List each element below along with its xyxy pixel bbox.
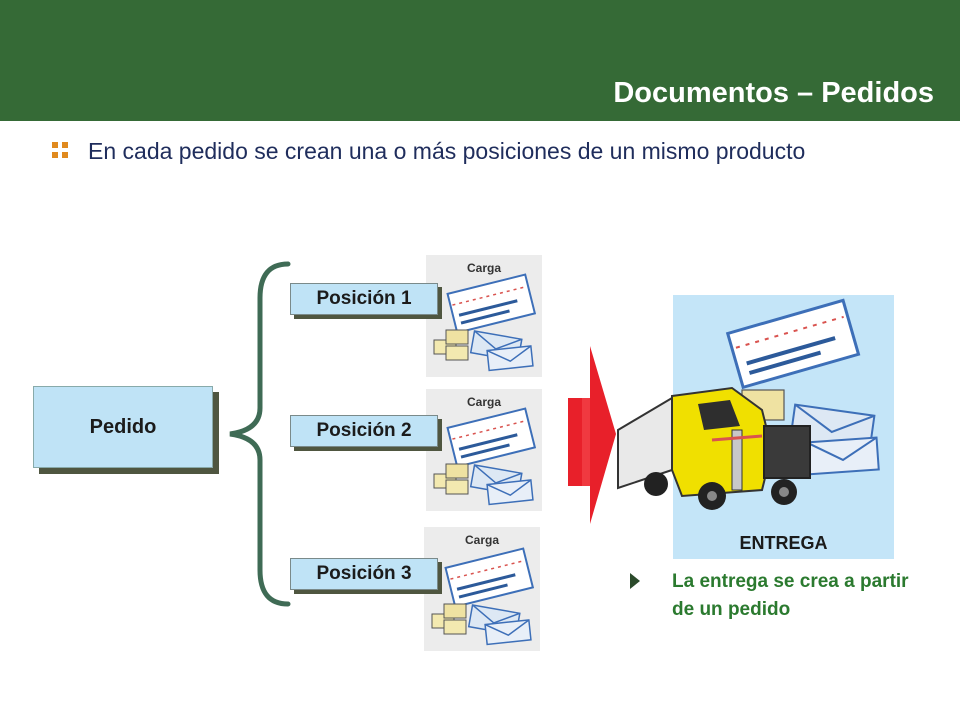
intro-text: En cada pedido se crean una o más posici… xyxy=(88,138,806,164)
bullet-icon xyxy=(52,142,68,158)
position-box-1: Posición 1 xyxy=(290,283,438,315)
arrow-right-icon xyxy=(630,573,640,589)
carga-label: Carga xyxy=(466,395,501,409)
entrega-label: ENTREGA xyxy=(739,533,828,553)
position-box-3: Posición 3 xyxy=(290,558,438,590)
page-title: Documentos – Pedidos xyxy=(613,77,934,109)
truck-illustration xyxy=(617,298,880,510)
position-box-2: Posición 2 xyxy=(290,415,438,447)
bracket-shape xyxy=(229,261,291,607)
carga-label: Carga xyxy=(464,533,499,547)
cargo-illustration xyxy=(433,273,537,372)
pedido-box: Pedido xyxy=(33,386,213,468)
red-arrow-shape xyxy=(568,346,616,524)
carga-label: Carga xyxy=(466,261,501,275)
cargo-illustration xyxy=(431,547,535,646)
header-bar: Documentos – Pedidos xyxy=(0,0,960,121)
cargo-illustration xyxy=(433,407,537,506)
pedido-label: Pedido xyxy=(89,415,157,438)
note-text: La entrega se crea a partir de un pedido xyxy=(672,571,909,620)
